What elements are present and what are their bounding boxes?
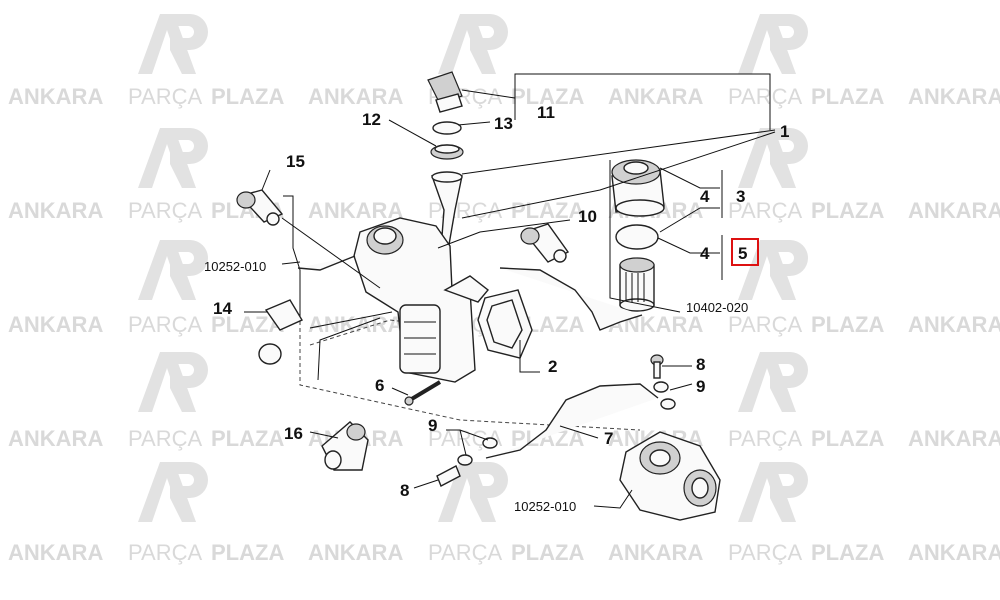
bolt-6 (404, 380, 442, 406)
turbocharger (619, 431, 721, 521)
watermark-text: ANKARA PARÇA PLAZA ANKARA PARÇA PLAZA AN… (8, 84, 1000, 565)
oil-filter-element (619, 257, 655, 312)
wm-word-2: PARÇA (728, 312, 802, 337)
wm-word-3: PLAZA (511, 540, 584, 565)
oil-filler-cap (427, 71, 463, 113)
wm-word-1: ANKARA (308, 312, 403, 337)
wm-word-1: ANKARA (908, 540, 1000, 565)
washers-lower (457, 437, 498, 466)
wm-word-1: ANKARA (908, 198, 1000, 223)
callout-5-highlight (731, 238, 759, 266)
wm-word-2: PARÇA (128, 198, 202, 223)
wm-word-1: ANKARA (608, 540, 703, 565)
bolt-lower (436, 465, 461, 487)
callout-11: 11 (537, 103, 555, 122)
callout-2: 2 (548, 357, 557, 376)
wm-word-3: PLAZA (511, 198, 584, 223)
filler-o-ring (432, 121, 462, 135)
gasket-14 (258, 299, 304, 365)
breather-hose (499, 267, 643, 331)
wm-word-3: PLAZA (511, 84, 584, 109)
wm-word-1: ANKARA (908, 426, 1000, 451)
wm-word-3: PLAZA (811, 198, 884, 223)
callout-7: 7 (604, 429, 613, 448)
temperature-sensor (520, 223, 570, 263)
leader-lines (244, 73, 776, 509)
wm-word-3: PLAZA (211, 426, 284, 451)
wm-word-2: PARÇA (128, 312, 202, 337)
callout-numbers: 11 13 12 1 15 4 3 10 4 5 14 2 8 9 6 9 7 … (213, 103, 789, 500)
callout-4-upper: 4 (700, 187, 710, 206)
oil-filter-cap (611, 159, 665, 217)
callout-5: 5 (738, 244, 747, 263)
filler-bushing (430, 144, 464, 160)
wm-word-2: PARÇA (728, 426, 802, 451)
wm-word-2: PARÇA (128, 540, 202, 565)
callout-15: 15 (286, 152, 305, 171)
wm-word-1: ANKARA (308, 540, 403, 565)
wm-word-2: PARÇA (428, 198, 502, 223)
wm-word-1: ANKARA (308, 84, 403, 109)
wm-word-2: PARÇA (728, 198, 802, 223)
wm-word-3: PLAZA (811, 84, 884, 109)
wm-word-2: PARÇA (428, 540, 502, 565)
wm-word-2: PARÇA (128, 426, 202, 451)
oil-filter-housing (353, 217, 490, 383)
callout-8-lower: 8 (400, 481, 409, 500)
callout-10: 10 (578, 207, 597, 226)
wm-word-1: ANKARA (608, 84, 703, 109)
callout-13: 13 (494, 114, 513, 133)
reference-code-1[interactable]: 10252-010 (204, 259, 266, 274)
coolant-outlet (321, 421, 369, 471)
wm-word-1: ANKARA (908, 312, 1000, 337)
reference-codes: 10252-010 10402-020 10252-010 (204, 259, 748, 514)
callout-6: 6 (375, 376, 384, 395)
turbo-oil-pipe (485, 383, 659, 459)
washers-upper (653, 381, 676, 410)
callout-14: 14 (213, 299, 232, 318)
wm-word-2: PARÇA (728, 84, 802, 109)
wm-word-1: ANKARA (308, 198, 403, 223)
breather-hose-left (297, 255, 356, 271)
wm-word-1: ANKARA (8, 84, 103, 109)
wm-word-1: ANKARA (8, 426, 103, 451)
callout-1: 1 (780, 122, 789, 141)
wm-word-3: PLAZA (811, 312, 884, 337)
wm-word-1: ANKARA (8, 198, 103, 223)
watermark-logos (138, 14, 808, 522)
callout-9-upper: 9 (696, 377, 705, 396)
wm-word-3: PLAZA (811, 426, 884, 451)
pressure-sensor (236, 189, 284, 226)
reference-code-2[interactable]: 10402-020 (686, 300, 748, 315)
wm-word-1: ANKARA (908, 84, 1000, 109)
callout-3: 3 (736, 187, 745, 206)
callout-12: 12 (362, 110, 381, 129)
callout-9-lower: 9 (428, 416, 437, 435)
wm-word-3: PLAZA (211, 540, 284, 565)
wm-word-1: ANKARA (8, 540, 103, 565)
housing-gasket (477, 289, 533, 359)
reference-code-3[interactable]: 10252-010 (514, 499, 576, 514)
wm-word-3: PLAZA (811, 540, 884, 565)
wm-word-2: PARÇA (728, 540, 802, 565)
filter-o-ring (615, 224, 659, 250)
callout-8-upper: 8 (696, 355, 705, 374)
callout-4-lower: 4 (700, 244, 710, 263)
wm-word-2: PARÇA (128, 84, 202, 109)
bolt-upper (650, 354, 664, 379)
wm-word-1: ANKARA (8, 312, 103, 337)
callout-16: 16 (284, 424, 303, 443)
wm-word-3: PLAZA (211, 84, 284, 109)
